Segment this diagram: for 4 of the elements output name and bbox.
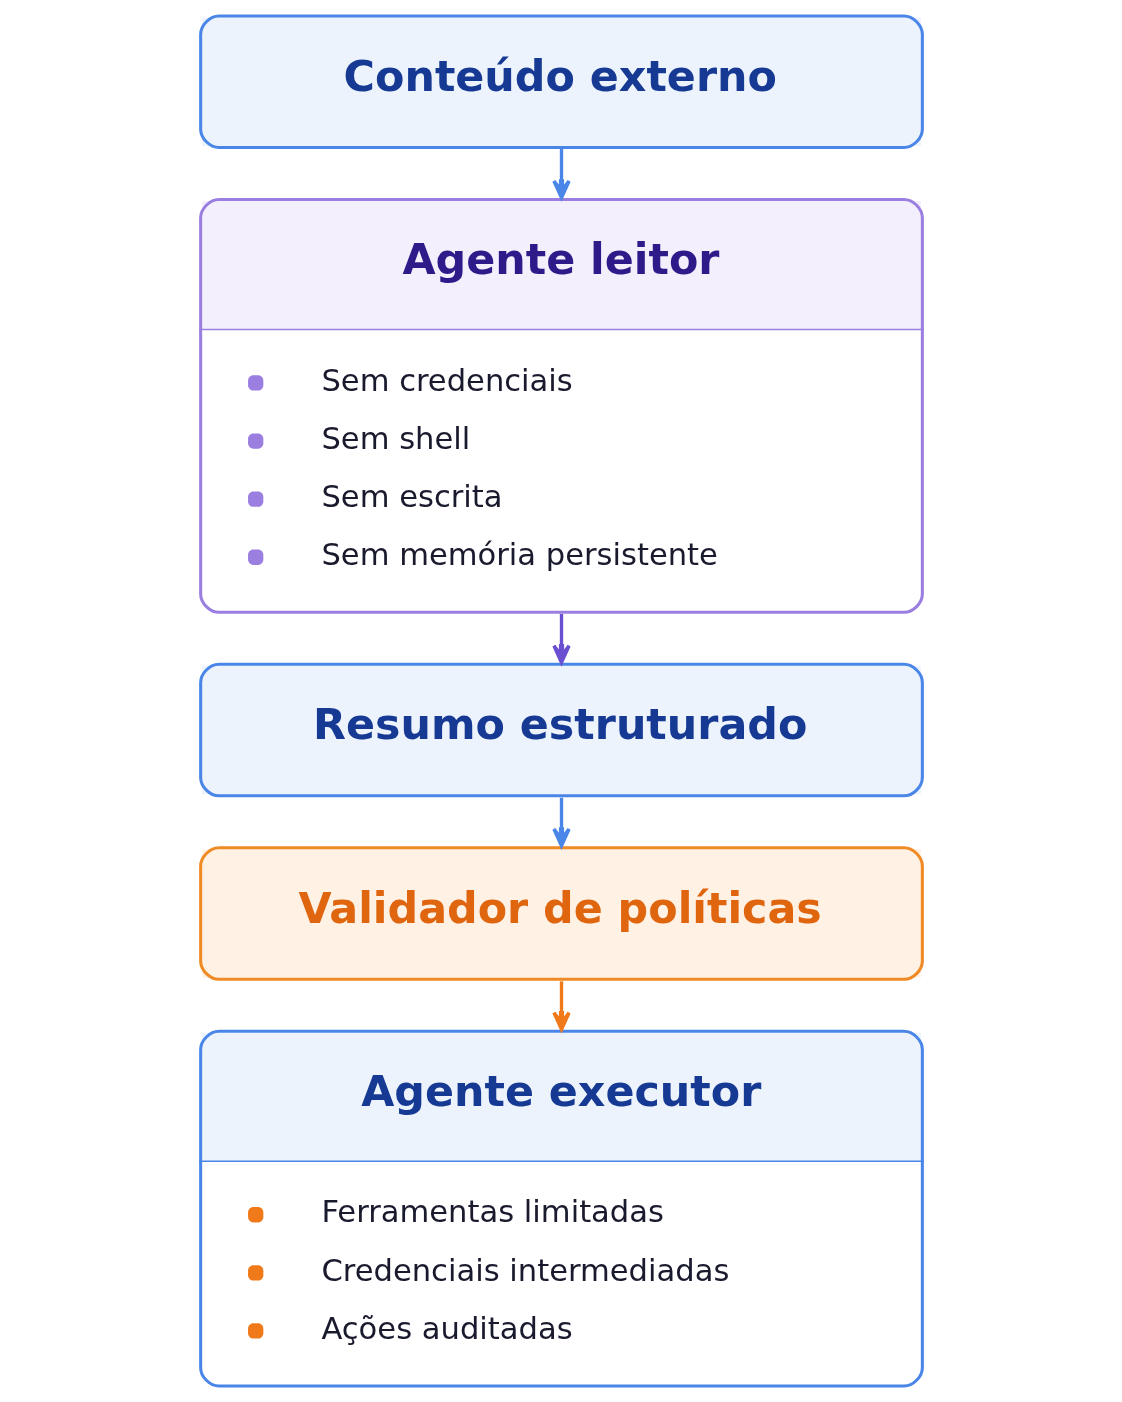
arrow [551,149,571,200]
arrow [551,613,571,665]
arrow [551,981,571,1032]
arrow [551,797,571,848]
